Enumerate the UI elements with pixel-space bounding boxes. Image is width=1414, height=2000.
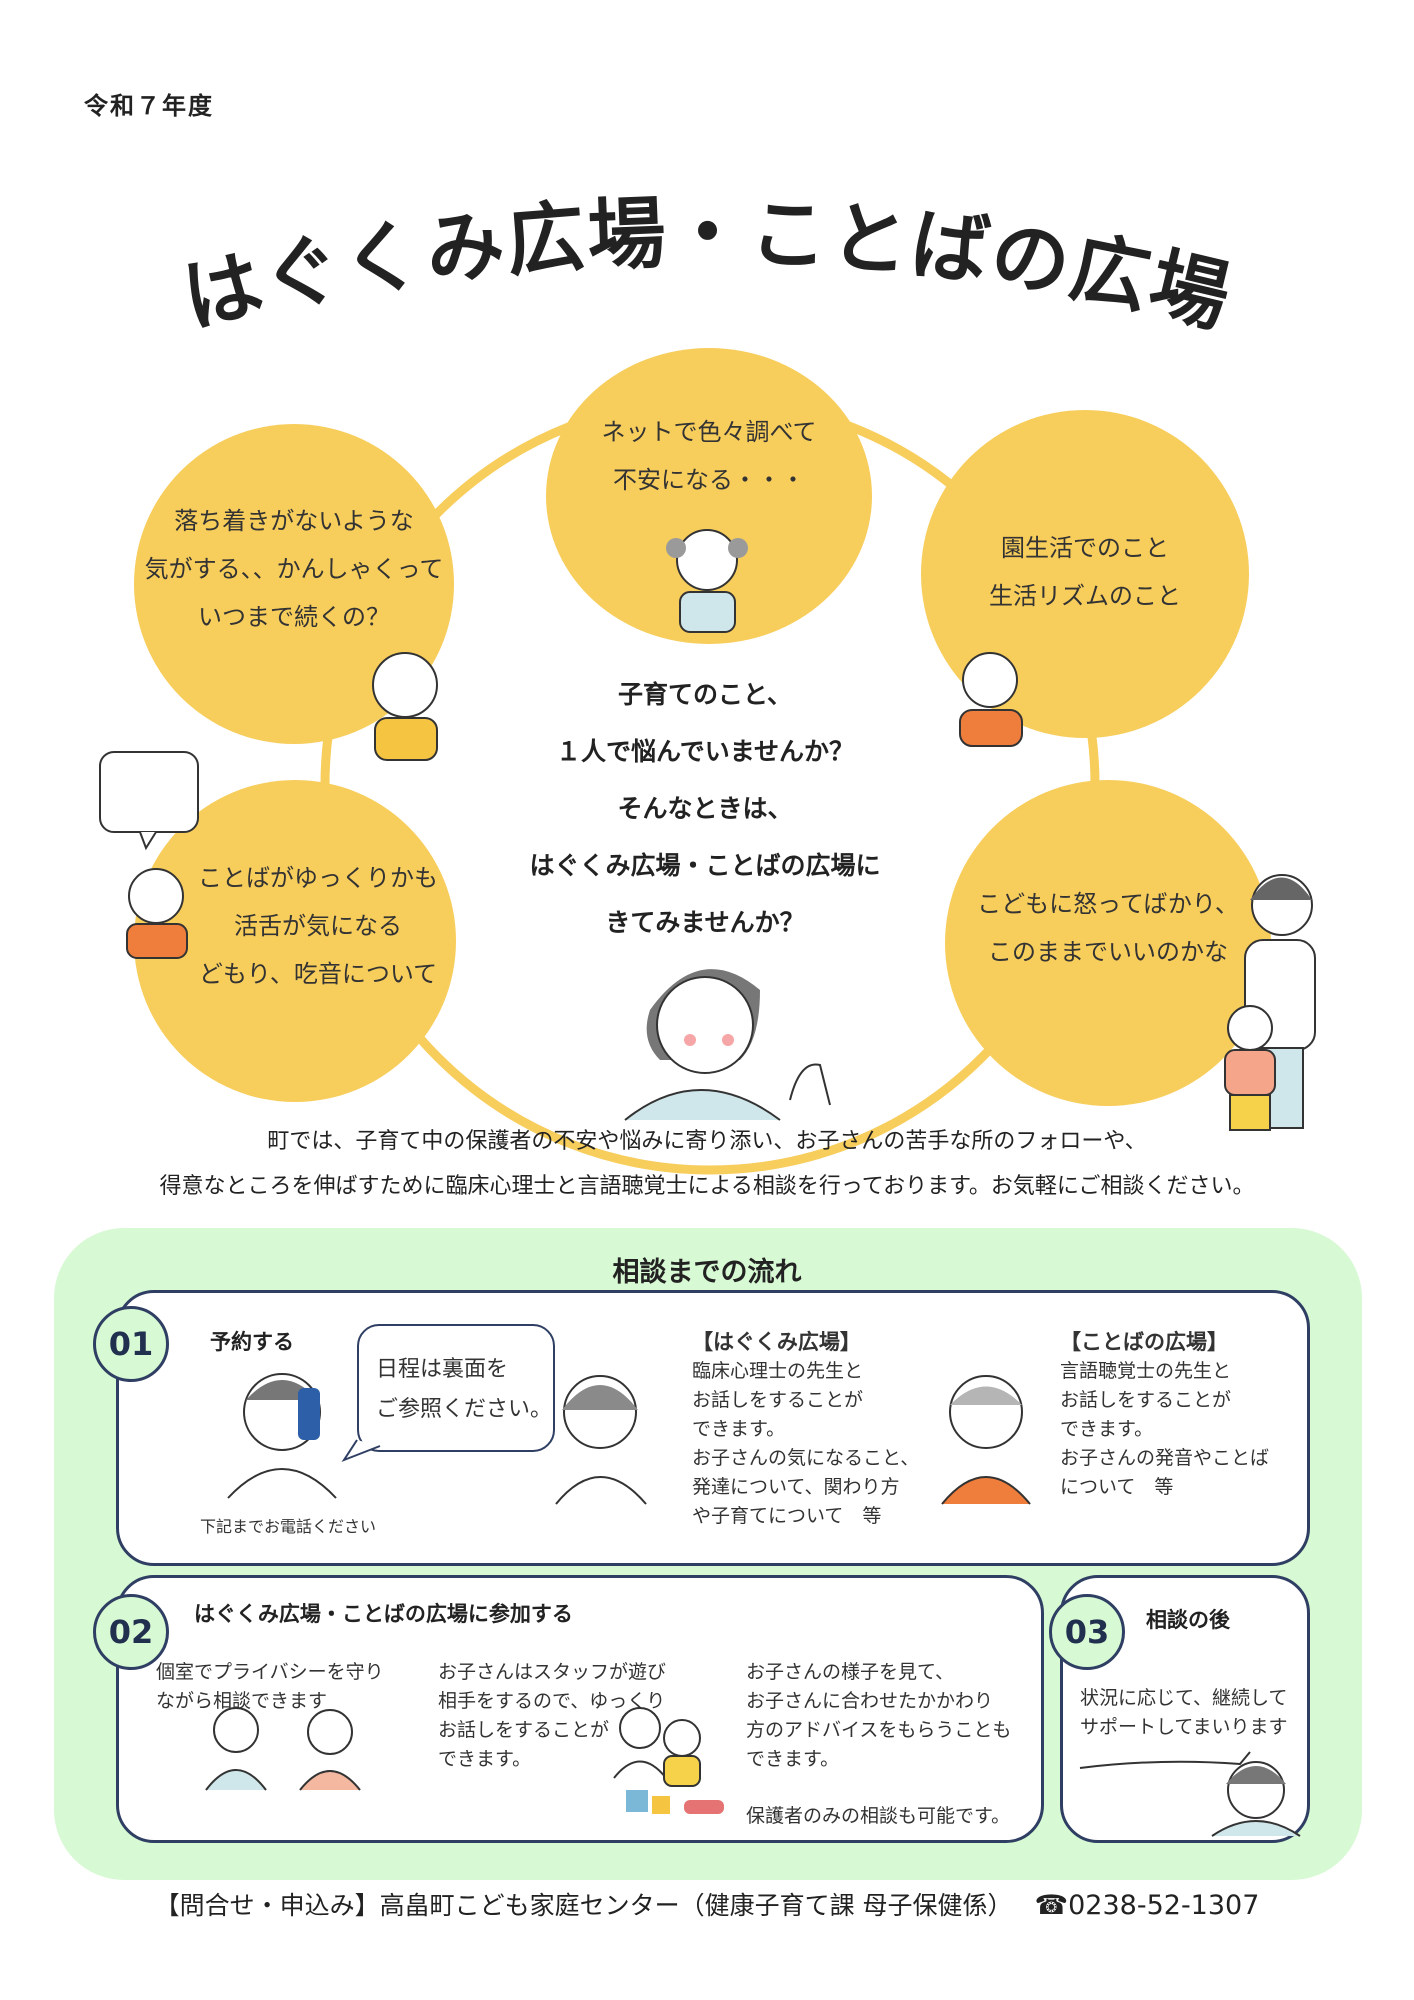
hagukumi-info: 【はぐくみ広場】 臨床心理士の先生と お話しをすることが できます。 お子さんの… xyxy=(692,1328,919,1531)
staff-playing-illustration xyxy=(613,1707,724,1814)
parents-only-note: 保護者のみの相談も可能です。 xyxy=(746,1805,1011,1827)
bubble-line: 活舌が気になる xyxy=(234,912,402,940)
fiscal-year: 令和７年度 xyxy=(84,92,214,120)
info-line: できます。 xyxy=(692,1418,786,1440)
bubble-line: 園生活でのこと xyxy=(1001,534,1169,562)
step2-number: 02 xyxy=(93,1594,169,1670)
child-orange-illustration xyxy=(959,652,1023,747)
mother-child-illustration xyxy=(1224,874,1316,1131)
info-line: できます。 xyxy=(746,1748,840,1770)
speech-tail xyxy=(341,1439,381,1463)
step3-text: 状況に応じて、継続して サポートしてまいります xyxy=(1080,1684,1287,1742)
bubble-internet-text: ネットで色々調べて 不安になる・・・ xyxy=(546,408,872,504)
bubble-line: 生活リズムのこと xyxy=(989,582,1181,610)
center-message: 子育てのこと、 １人で悩んでいませんか？ そんなときは、 はぐくみ広場・ことばの… xyxy=(500,666,910,951)
info-line: 状況に応じて、継続して xyxy=(1080,1687,1288,1709)
step2-illustrations xyxy=(205,1707,724,1814)
step2-col2: お子さんはスタッフが遊び 相手をするので、ゆっくり お話しをすることが できます… xyxy=(438,1658,666,1774)
empty-speech-box xyxy=(99,751,199,851)
info-line: 方のアドバイスをもらうことも xyxy=(746,1719,1012,1741)
info-line: お話しをすることが xyxy=(692,1389,864,1411)
step1-label: 予約する xyxy=(210,1330,294,1354)
step2-box xyxy=(116,1575,1044,1843)
phone-note: 下記までお電話ください xyxy=(200,1517,377,1536)
info-line: 言語聴覚士の先生と xyxy=(1060,1360,1232,1382)
step2-col3: お子さんの様子を見て、 お子さんに合わせたかかわり 方のアドバイスをもらうことも… xyxy=(746,1658,1011,1774)
counselor-illustration xyxy=(624,969,831,1121)
bubble-line: ことばがゆっくりかも xyxy=(198,864,438,892)
girl-illustration xyxy=(666,529,748,633)
illustrations xyxy=(99,529,1316,1131)
intro-line-1: 町では、子育て中の保護者の不安や悩みに寄り添い、お子さんの苦手な所のフォローや、 xyxy=(267,1129,1147,1154)
bubble-line: 落ち着きがないような xyxy=(174,507,414,535)
info-line: について 等 xyxy=(1060,1476,1174,1498)
bubble-daycare-text: 園生活でのこと 生活リズムのこと xyxy=(921,524,1249,620)
bubble-restless-text: 落ち着きがないような 気がする、、かんしゃくって いつまで続くの？ xyxy=(134,497,454,641)
info-line: ながら相談できます xyxy=(156,1690,328,1712)
flow-title: 相談までの流れ xyxy=(612,1257,802,1288)
speech-line: 日程は裏面を xyxy=(376,1357,509,1382)
center-line: 子育てのこと、 xyxy=(617,680,792,709)
bubble-line: 気がする、、かんしゃくって xyxy=(144,555,444,583)
bubble-line: こどもに怒ってばかり、 xyxy=(977,890,1239,918)
bubble-line: どもり、吃音について xyxy=(198,960,438,988)
phone-caller-illustration xyxy=(227,1373,337,1499)
center-line: きてみませんか？ xyxy=(605,908,805,937)
kotoba-heading: 【ことばの広場】 xyxy=(1060,1330,1228,1354)
info-line: 臨床心理士の先生と xyxy=(692,1360,864,1382)
step3-number: 03 xyxy=(1049,1594,1125,1670)
step3-label: 相談の後 xyxy=(1146,1608,1230,1632)
supporter-illustration xyxy=(1211,1761,1301,1837)
info-line: お話しをすることが xyxy=(1060,1389,1232,1411)
bubble-line: このままでいいのかな xyxy=(988,938,1228,966)
info-line: できます。 xyxy=(1060,1418,1154,1440)
bubble-line: いつまで続くの？ xyxy=(198,603,390,631)
step3-illustrations xyxy=(1079,1751,1301,1837)
consultation-illustration xyxy=(205,1707,361,1791)
main-title: はぐくみ広場・ことばの広場 xyxy=(174,189,1237,345)
bubble-angry-text: こどもに怒ってばかり、 このままでいいのかな xyxy=(945,880,1271,976)
center-line: はぐくみ広場・ことばの広場に xyxy=(529,851,881,880)
step1-illustrations xyxy=(227,1373,1031,1505)
bubble-speech-text: ことばがゆっくりかも 活舌が気になる どもり、吃音について xyxy=(158,854,478,998)
grandmother-illustration xyxy=(126,868,188,959)
step1-number: 01 xyxy=(93,1306,169,1382)
schedule-speech-bubble xyxy=(357,1324,555,1452)
info-line: お子さんの気になること、 xyxy=(692,1447,920,1469)
kotoba-info: 【ことばの広場】 言語聴覚士の先生と お話しをすることが できます。 お子さんの… xyxy=(1060,1328,1269,1502)
info-line: や子育てについて 等 xyxy=(692,1505,882,1527)
center-line: １人で悩んでいませんか？ xyxy=(555,737,854,766)
intro-line-2: 得意なところを伸ばすために臨床心理士と言語聴覚士による相談を行っております。お気… xyxy=(159,1174,1255,1199)
psychologist-illustration xyxy=(555,1375,647,1505)
step2-label: はぐくみ広場・ことばの広場に参加する xyxy=(194,1602,573,1626)
info-line: お子さんの発音やことば xyxy=(1060,1447,1270,1469)
info-line: お話しをすることが xyxy=(438,1719,610,1741)
info-line: 相手をするので、ゆっくり xyxy=(438,1690,666,1712)
boy-illustration xyxy=(372,652,438,761)
contact-text: 【問合せ・申込み】高畠町こども家庭センター（健康子育て課 母子保健係） xyxy=(154,1891,1013,1920)
center-line: そんなときは、 xyxy=(617,794,793,823)
schedule-speech-text: 日程は裏面を ご参照ください。 xyxy=(376,1350,552,1430)
bubble-line: 不安になる・・・ xyxy=(613,466,805,494)
info-line: できます。 xyxy=(438,1748,532,1770)
contact-footer: 【問合せ・申込み】高畠町こども家庭センター（健康子育て課 母子保健係） ☎023… xyxy=(0,1886,1414,1922)
info-line: サポートしてまいります xyxy=(1080,1716,1288,1738)
hagukumi-heading: 【はぐくみ広場】 xyxy=(692,1330,861,1354)
speech-therapist-illustration xyxy=(941,1375,1031,1505)
info-line: お子さんはスタッフが遊び xyxy=(438,1661,667,1683)
info-line: お子さんの様子を見て、 xyxy=(746,1661,955,1683)
bubble-line: ネットで色々調べて xyxy=(601,418,817,446)
bubble-angry xyxy=(945,780,1271,1106)
info-line: お子さんに合わせたかかわり xyxy=(746,1690,994,1712)
info-line: 発達について、関わり方 xyxy=(692,1476,900,1498)
contact-phone[interactable]: ☎0238-52-1307 xyxy=(1034,1890,1260,1921)
support-speech-line xyxy=(1079,1751,1251,1769)
info-line: 個室でプライバシーを守り xyxy=(156,1661,384,1683)
step2-col1: 個室でプライバシーを守り ながら相談できます xyxy=(156,1658,384,1716)
speech-line: ご参照ください。 xyxy=(376,1397,553,1422)
